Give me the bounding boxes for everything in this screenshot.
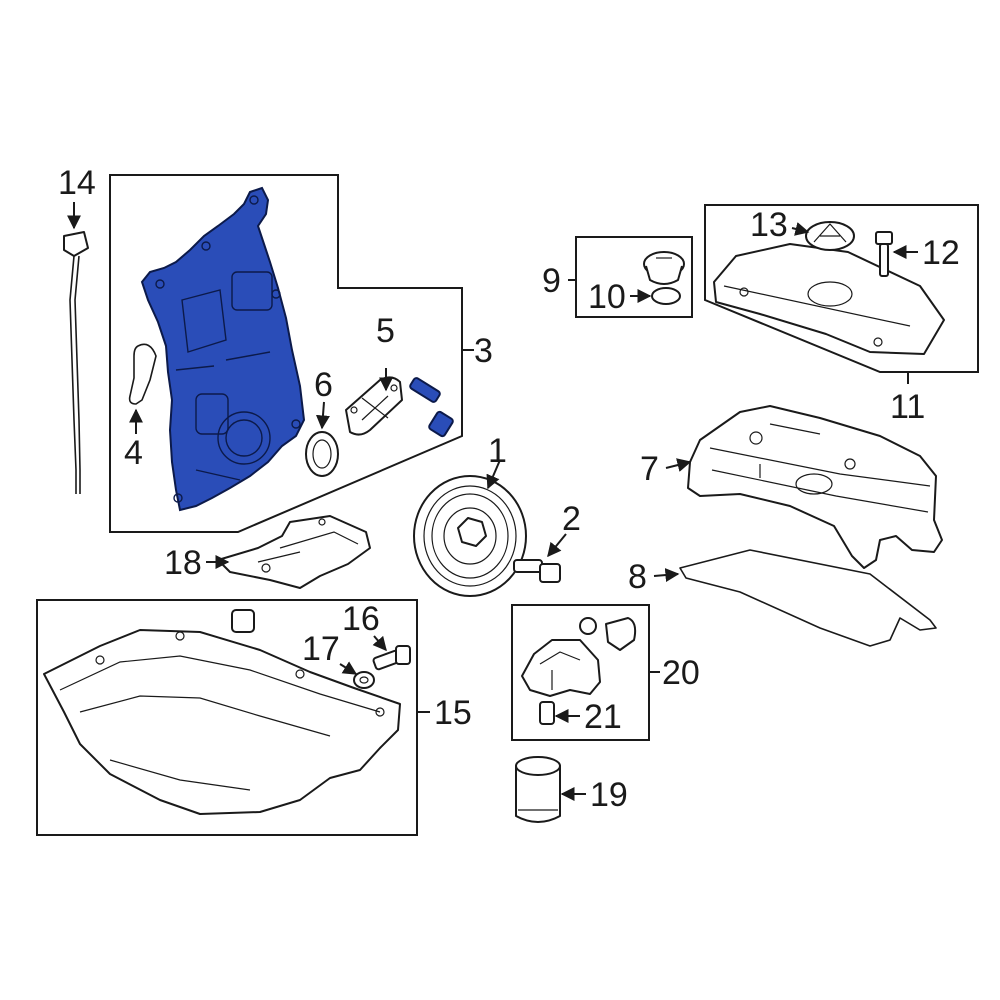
callout-6: 6 [314, 366, 333, 404]
group-frame-15 [36, 599, 418, 836]
leader-1 [486, 459, 501, 490]
filter-housing-part[interactable] [521, 617, 637, 697]
group-frame-3 [109, 174, 463, 533]
callout-8: 8 [628, 558, 647, 596]
engine-cover-part[interactable] [713, 243, 945, 355]
dipstick-part[interactable] [63, 231, 89, 494]
callout-19: 19 [590, 776, 628, 814]
cover-bolt-part[interactable] [409, 377, 454, 438]
cover-gasket-part[interactable] [128, 343, 157, 405]
filler-cap-part[interactable] [643, 251, 685, 285]
filter-nipple-part[interactable] [539, 701, 555, 725]
oil-pan-part[interactable] [43, 609, 401, 815]
callout-11: 11 [890, 388, 925, 426]
callout-3: 3 [474, 332, 493, 370]
filler-cap-seal-part[interactable] [651, 287, 681, 305]
group-frame-11 [704, 204, 979, 373]
callout-12: 12 [922, 234, 960, 272]
callout-13: 13 [750, 206, 788, 244]
valve-cover-part[interactable] [687, 405, 943, 569]
callout-14: 14 [58, 164, 96, 202]
callout-5: 5 [376, 312, 395, 350]
pulley-bolt-part[interactable] [513, 559, 561, 583]
oil-filter-part[interactable] [515, 756, 561, 823]
leader-7 [665, 458, 692, 472]
leader-13 [791, 222, 810, 236]
leader-16 [372, 635, 387, 652]
emblem-part[interactable] [805, 221, 855, 251]
callout-9: 9 [542, 262, 561, 300]
crank-seal-part[interactable] [305, 431, 339, 477]
leader-17 [339, 661, 358, 675]
callout-7: 7 [640, 450, 659, 488]
callout-16: 16 [342, 600, 380, 638]
callout-2: 2 [562, 500, 581, 538]
leader-8 [653, 568, 680, 583]
engine-cover-bolt-part[interactable] [875, 231, 893, 277]
timing-cover-part[interactable] [140, 186, 306, 512]
callout-15: 15 [434, 694, 472, 732]
drain-bolt-part[interactable] [372, 645, 411, 671]
group-frame-9 [575, 236, 693, 318]
callout-20: 20 [662, 654, 700, 692]
drain-washer-part[interactable] [353, 671, 375, 689]
valve-cover-gasket-part[interactable] [679, 549, 937, 647]
callout-18: 18 [164, 544, 202, 582]
crank-pulley-part[interactable] [413, 475, 527, 597]
callout-21: 21 [584, 698, 622, 736]
callout-1: 1 [488, 432, 507, 470]
callout-4: 4 [124, 434, 143, 472]
bracket-part[interactable] [217, 515, 371, 589]
leader-6 [315, 401, 330, 430]
cover-plate-part[interactable] [345, 376, 403, 436]
leader-2 [547, 533, 567, 558]
callout-10: 10 [588, 278, 626, 316]
callout-17: 17 [302, 630, 340, 668]
